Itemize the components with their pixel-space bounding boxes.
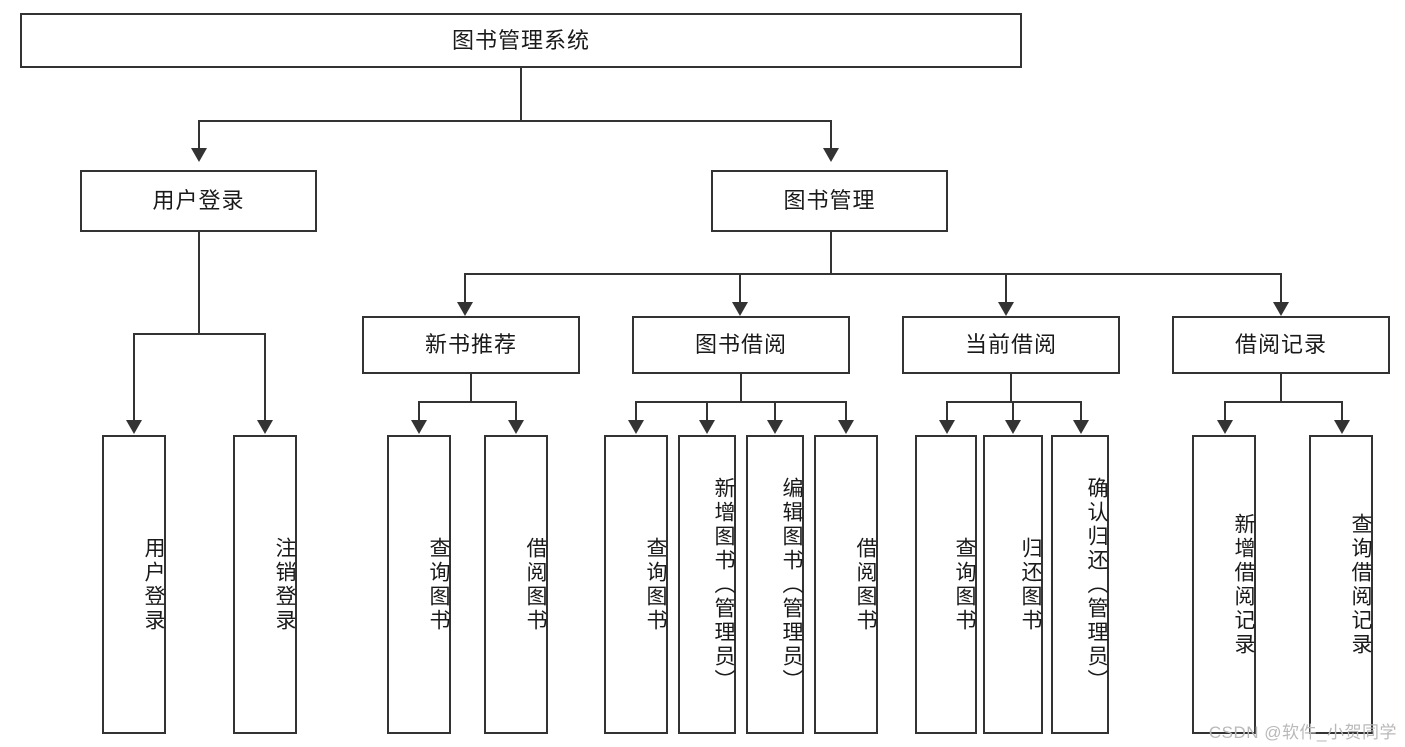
connector-new-book-leaf2 [515, 401, 517, 421]
node-user-login[interactable]: 用户登录 [80, 170, 317, 232]
leaf-confirm-return-admin[interactable]: 确认归还（管理员） [1051, 435, 1109, 734]
connector-borrow-records-down [1280, 374, 1282, 402]
arrowhead-nb-leaf1 [411, 420, 427, 434]
leaf-query-borrow-record[interactable]: 查询借阅记录 [1309, 435, 1373, 734]
node-label: 用户登录 [142, 536, 165, 633]
node-new-book-recommend[interactable]: 新书推荐 [362, 316, 580, 374]
node-label: 编辑图书（管理员） [780, 476, 803, 693]
node-label: 新增借阅记录 [1232, 512, 1255, 657]
node-label: 新增图书（管理员） [712, 476, 735, 693]
arrowhead-book-borrow [732, 302, 748, 316]
arrowhead-cb-leaf2 [1005, 420, 1021, 434]
connector-cb-leaf2 [1012, 401, 1014, 421]
connector-level2-bus [198, 120, 832, 122]
arrowhead-bb-leaf2 [699, 420, 715, 434]
arrowhead-borrow-records [1273, 302, 1289, 316]
arrowhead-bb-leaf3 [767, 420, 783, 434]
node-label: 注销登录 [273, 536, 296, 633]
arrowhead-leaf-user-login [126, 420, 142, 434]
node-current-borrow[interactable]: 当前借阅 [902, 316, 1120, 374]
connector-new-book-leaf1 [418, 401, 420, 421]
node-label: 借阅图书 [524, 536, 547, 633]
leaf-borrow-book-recommend[interactable]: 借阅图书 [484, 435, 548, 734]
connector-user-login-bus [133, 333, 265, 335]
arrowhead-book-management [823, 148, 839, 162]
node-label: 当前借阅 [964, 332, 1057, 358]
leaf-edit-book-admin[interactable]: 编辑图书（管理员） [746, 435, 804, 734]
connector-root-down [520, 68, 522, 121]
csdn-watermark: CSDN @软件_小贺同学 [1208, 723, 1397, 742]
arrowhead-cb-leaf1 [939, 420, 955, 434]
leaf-borrow-book[interactable]: 借阅图书 [814, 435, 878, 734]
connector-new-book-bus [418, 401, 517, 403]
node-label: 用户登录 [152, 188, 245, 214]
node-label: 查询图书 [953, 536, 976, 633]
node-label: 借阅图书 [854, 536, 877, 633]
leaf-return-book[interactable]: 归还图书 [983, 435, 1043, 734]
connector-book-management-down [830, 232, 832, 274]
leaf-add-borrow-record[interactable]: 新增借阅记录 [1192, 435, 1256, 734]
node-label: 查询图书 [644, 536, 667, 633]
leaf-add-book-admin[interactable]: 新增图书（管理员） [678, 435, 736, 734]
connector-current-borrow-down [1010, 374, 1012, 402]
connector-bb-leaf2 [706, 401, 708, 421]
connector-to-book-management [830, 120, 832, 148]
connector-bb-leaf3 [774, 401, 776, 421]
arrowhead-current-borrow [998, 302, 1014, 316]
arrowhead-leaf-logout [257, 420, 273, 434]
connector-to-book-borrow [739, 273, 741, 303]
arrowhead-nb-leaf2 [508, 420, 524, 434]
connector-to-user-login [198, 120, 200, 148]
node-label: 新书推荐 [424, 332, 517, 358]
node-label: 查询借阅记录 [1349, 512, 1372, 657]
connector-br-leaf1 [1224, 401, 1226, 421]
connector-borrow-records-bus [1224, 401, 1343, 403]
node-root-book-management-system[interactable]: 图书管理系统 [20, 13, 1022, 68]
node-label: 借阅记录 [1234, 332, 1327, 358]
arrowhead-new-book-recommend [457, 302, 473, 316]
node-borrow-records[interactable]: 借阅记录 [1172, 316, 1390, 374]
arrowhead-user-login [191, 148, 207, 162]
connector-bb-leaf4 [845, 401, 847, 421]
connector-cb-leaf3 [1080, 401, 1082, 421]
arrowhead-bb-leaf1 [628, 420, 644, 434]
leaf-query-book-recommend[interactable]: 查询图书 [387, 435, 451, 734]
arrowhead-bb-leaf4 [838, 420, 854, 434]
connector-book-borrow-down [740, 374, 742, 402]
connector-level3-bus [464, 273, 1280, 275]
node-label: 确认归还（管理员） [1085, 476, 1108, 693]
leaf-query-book-borrow[interactable]: 查询图书 [604, 435, 668, 734]
leaf-query-book-current[interactable]: 查询图书 [915, 435, 977, 734]
connector-user-login-down [198, 232, 200, 334]
connector-book-borrow-bus [635, 401, 846, 403]
leaf-logout[interactable]: 注销登录 [233, 435, 297, 734]
connector-bb-leaf1 [635, 401, 637, 421]
node-label: 归还图书 [1019, 536, 1042, 633]
connector-to-borrow-records [1280, 273, 1282, 303]
connector-cb-leaf1 [946, 401, 948, 421]
node-label: 图书管理 [783, 188, 876, 214]
node-book-management[interactable]: 图书管理 [711, 170, 948, 232]
arrowhead-br-leaf1 [1217, 420, 1233, 434]
node-label: 图书管理系统 [451, 27, 590, 53]
arrowhead-cb-leaf3 [1073, 420, 1089, 434]
connector-to-new-book-recommend [464, 273, 466, 303]
connector-user-login-leaf1 [133, 333, 135, 421]
leaf-user-login[interactable]: 用户登录 [102, 435, 166, 734]
connector-new-book-down [470, 374, 472, 402]
arrowhead-br-leaf2 [1334, 420, 1350, 434]
connector-user-login-leaf2 [264, 333, 266, 421]
node-book-borrow[interactable]: 图书借阅 [632, 316, 850, 374]
connector-br-leaf2 [1341, 401, 1343, 421]
node-label: 查询图书 [427, 536, 450, 633]
connector-to-current-borrow [1005, 273, 1007, 303]
node-label: 图书借阅 [694, 332, 787, 358]
